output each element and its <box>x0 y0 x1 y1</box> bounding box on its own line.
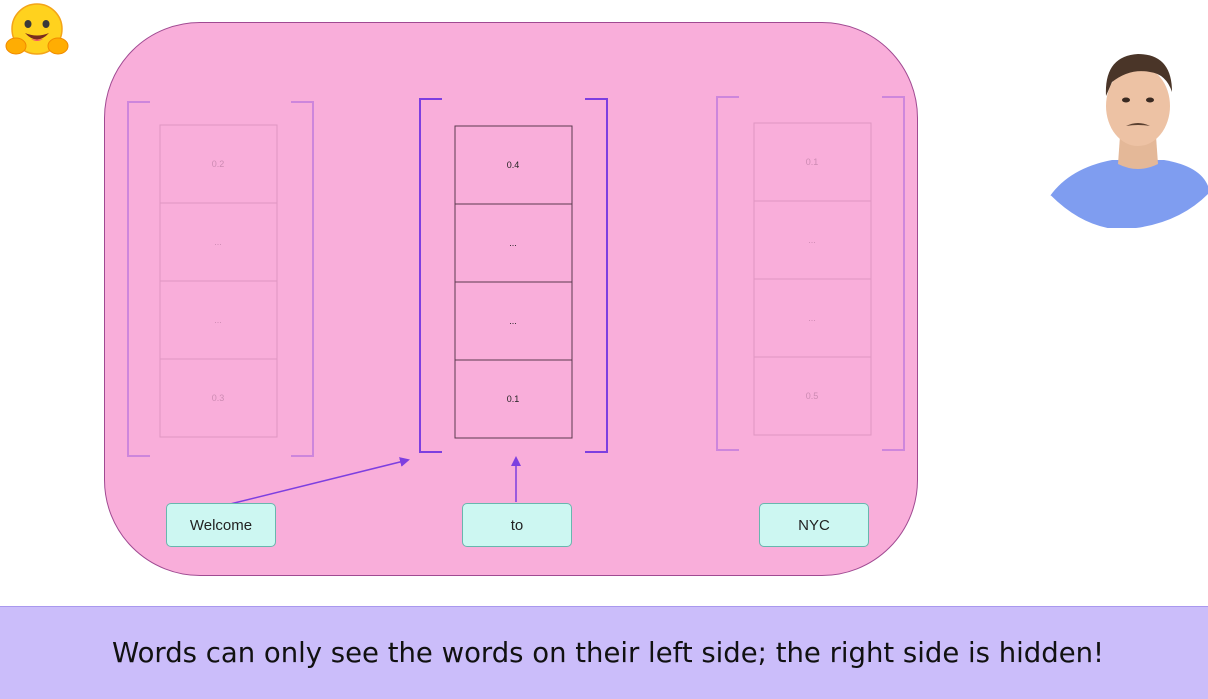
diagram-panel <box>104 22 918 576</box>
caption-text: Words can only see the words on their le… <box>112 637 1105 669</box>
hugging-face-emoji-icon <box>5 3 69 55</box>
word-box-to: to <box>462 503 572 547</box>
presenter-webcam <box>1050 54 1208 228</box>
word-box-nyc: NYC <box>759 503 869 547</box>
caption-bar: Words can only see the words on their le… <box>0 606 1208 699</box>
word-box-welcome: Welcome <box>166 503 276 547</box>
